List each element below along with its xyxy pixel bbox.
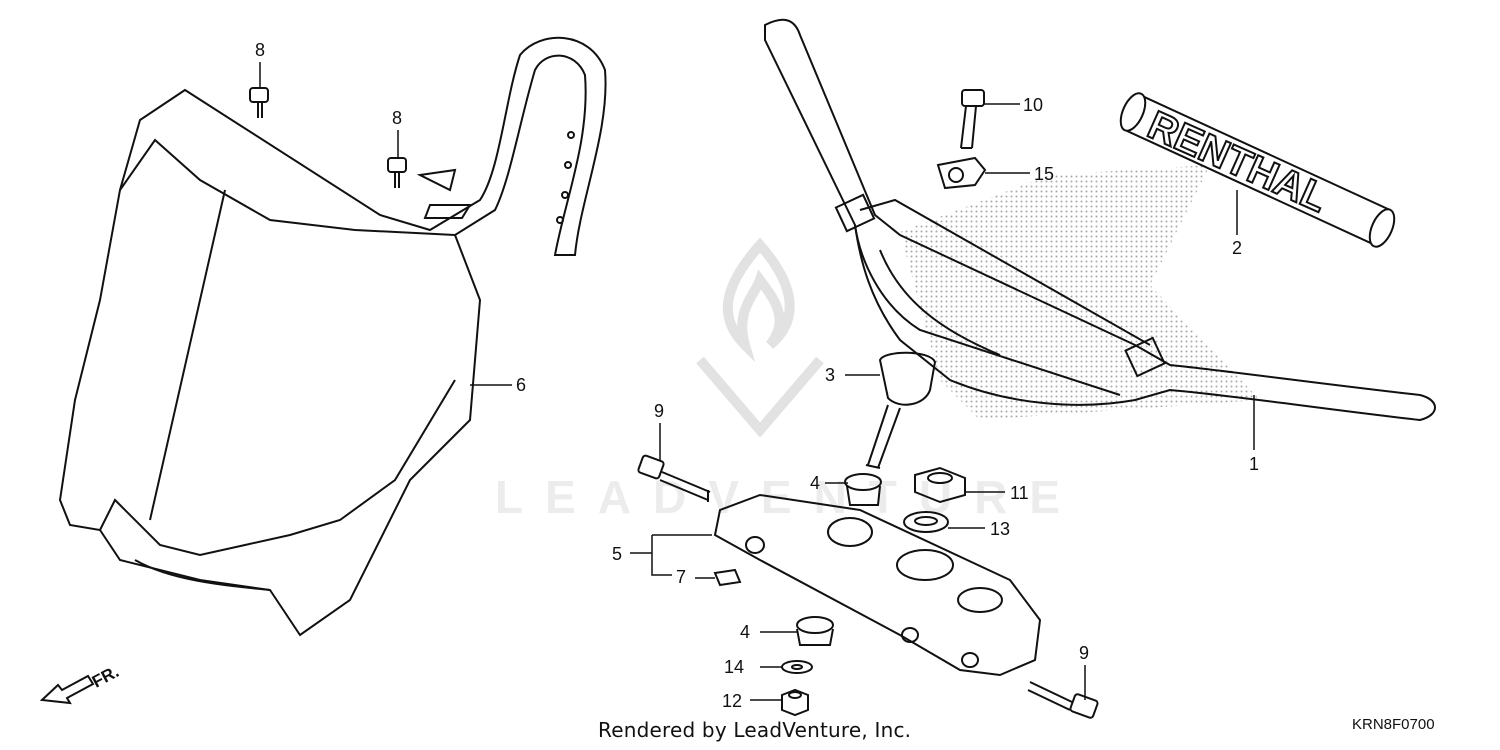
- callout-11: 11: [1010, 483, 1029, 503]
- leader-lines: [259, 62, 1255, 701]
- callout-4a: 4: [810, 473, 820, 493]
- callout-9a: 9: [654, 401, 664, 421]
- callout-1: 1: [1249, 454, 1259, 474]
- callout-3: 3: [825, 365, 835, 385]
- bolt-10: [960, 89, 985, 149]
- callout-8a: 8: [255, 40, 265, 60]
- callout-14: 14: [724, 657, 744, 677]
- bolt-8a: [249, 87, 269, 118]
- shading-region: [900, 165, 1260, 420]
- number-plate: [58, 36, 607, 637]
- callout-8b: 8: [392, 108, 402, 128]
- callout-7: 7: [676, 567, 686, 587]
- nut-4b: [796, 616, 834, 646]
- top-bridge: [713, 493, 1042, 677]
- direction-label: FR.: [89, 662, 122, 692]
- watermark-logo: [696, 237, 824, 438]
- callout-4b: 4: [740, 622, 750, 642]
- footer-credit: Rendered by LeadVenture, Inc.: [598, 718, 912, 742]
- bolt-9a: [637, 454, 711, 502]
- nut-4a: [844, 473, 882, 506]
- diagram-code: KRN8F0700: [1352, 716, 1435, 733]
- callout-2: 2: [1232, 238, 1242, 258]
- nut-11: [914, 466, 966, 504]
- callout-15: 15: [1034, 164, 1054, 184]
- bolt-9b: [1027, 681, 1099, 719]
- plate-7: [713, 568, 742, 587]
- handlebar: [764, 18, 1436, 422]
- front-direction-arrow: FR.: [39, 662, 122, 705]
- callout-6: 6: [516, 375, 526, 395]
- bolt-8b: [387, 157, 407, 188]
- clamp-15: [936, 156, 987, 190]
- nut-12: [781, 688, 809, 717]
- callout-12: 12: [722, 691, 742, 711]
- callout-10: 10: [1023, 95, 1043, 115]
- callout-13: 13: [990, 519, 1010, 539]
- callout-5: 5: [612, 544, 622, 564]
- holder-3: [865, 351, 937, 469]
- washer-13: [903, 511, 949, 533]
- washer-14: [781, 660, 813, 674]
- callout-9b: 9: [1079, 643, 1089, 663]
